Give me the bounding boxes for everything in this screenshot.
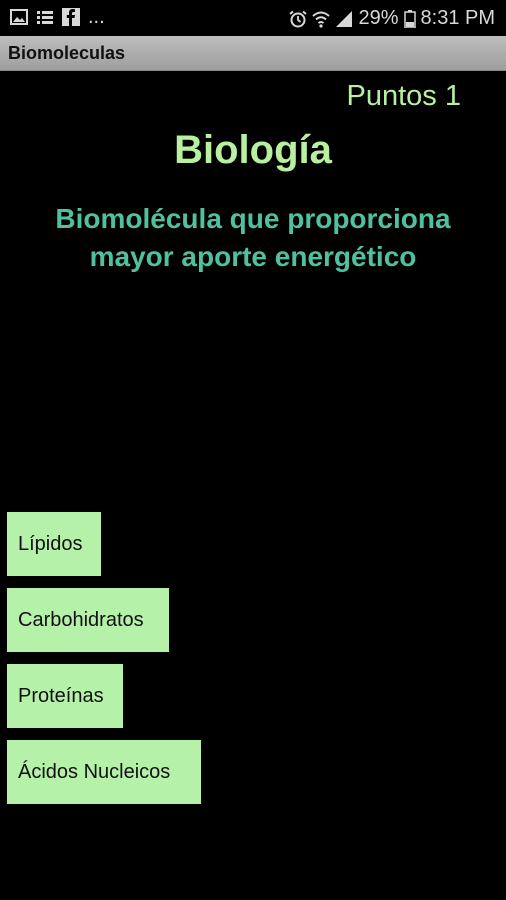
more-notifications: ...: [88, 6, 105, 28]
list-icon: [36, 8, 54, 26]
score-label: Puntos 1: [346, 80, 461, 112]
app-title: Biomoleculas: [8, 43, 126, 63]
signal-icon: [335, 10, 353, 28]
image-icon: [10, 8, 28, 26]
system-icons: 29% 8:31 PM: [289, 7, 495, 30]
battery-percent: 29%: [358, 7, 399, 29]
answer-button-acidos-nucleicos[interactable]: Ácidos Nucleicos: [7, 740, 201, 804]
notification-icons: ...: [10, 6, 105, 28]
subject-title: Biología: [174, 128, 332, 172]
facebook-icon: [62, 8, 80, 26]
battery-icon: [403, 9, 416, 28]
status-bar: ... 29% 8:31 PM: [0, 0, 506, 36]
answer-button-proteinas[interactable]: Proteínas: [7, 664, 123, 728]
app-bar: Biomoleculas: [0, 36, 506, 71]
clock: 8:31 PM: [420, 7, 495, 29]
question-text: Biomolécula que proporciona mayor aporte…: [55, 203, 451, 272]
wifi-icon: [312, 10, 331, 28]
answer-button-lipidos[interactable]: Lípidos: [7, 512, 101, 576]
alarm-icon: [289, 10, 308, 28]
answer-button-carbohidratos[interactable]: Carbohidratos: [7, 588, 169, 652]
